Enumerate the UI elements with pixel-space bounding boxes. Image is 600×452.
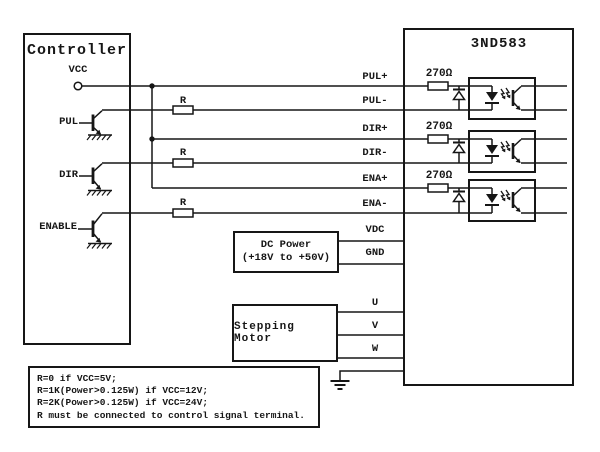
terminal-ena-minus: ENA- (362, 198, 388, 210)
enable-label: ENABLE (39, 221, 77, 233)
resistor-270-label-ena: 270Ω (425, 170, 453, 182)
note-line-2: R=1K(Power>0.125W) if VCC=12V; (37, 385, 209, 397)
terminal-pul-minus: PUL- (362, 95, 388, 107)
resistor-r-pul (172, 105, 194, 115)
terminal-dir-minus: DIR- (362, 147, 388, 159)
dc-power-range: (+18V to +50V) (241, 252, 331, 264)
terminal-w: W (371, 343, 379, 355)
wire-earth (339, 370, 403, 380)
resistor-r-ena (172, 208, 194, 218)
terminal-vdc: VDC (365, 224, 385, 236)
terminal-dir-plus: DIR+ (362, 123, 388, 135)
driver-title: 3ND583 (470, 36, 528, 52)
dc-power-box: DC Power (+18V to +50V) (233, 231, 339, 273)
driver-box (403, 28, 574, 386)
pul-label: PUL (59, 116, 78, 128)
dir-label: DIR (59, 169, 78, 181)
controller-box: Controller (23, 33, 131, 345)
vcc-label: VCC (68, 64, 88, 76)
resistor-r-label-dir: R (179, 147, 187, 159)
stepping-motor-box: Stepping Motor (232, 304, 338, 362)
stepping-motor-title: Stepping Motor (234, 321, 295, 345)
terminal-ena-plus: ENA+ (362, 173, 388, 185)
resistor-270-label-pul: 270Ω (425, 68, 453, 80)
resistor-270-label-dir: 270Ω (425, 121, 453, 133)
controller-title: Controller (26, 42, 127, 59)
terminal-gnd: GND (365, 247, 385, 259)
resistor-r-label-ena: R (179, 197, 187, 209)
earth-ground-symbol (330, 380, 350, 390)
terminal-v: V (371, 320, 379, 332)
resistor-r-dir (172, 158, 194, 168)
note-line-3: R=2K(Power>0.125W) if VCC=24V; (37, 397, 209, 409)
dc-power-title: DC Power (260, 239, 312, 251)
terminal-pul-plus: PUL+ (362, 71, 388, 83)
junction-dots (149, 83, 155, 142)
note-line-4: R must be connected to control signal te… (37, 409, 305, 421)
resistor-r-label-pul: R (179, 95, 187, 107)
note-line-1: R=0 if VCC=5V; (37, 373, 117, 384)
notes-box: R=0 if VCC=5V; R=1K(Power>0.125W) if VCC… (28, 366, 320, 428)
terminal-u: U (371, 297, 379, 309)
